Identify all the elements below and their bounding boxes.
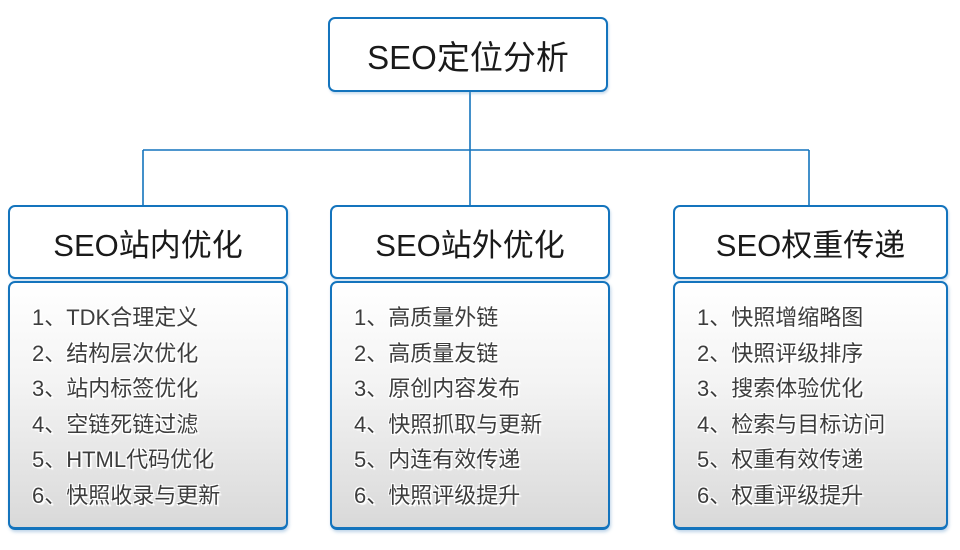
branch-list-offsite: 1、高质量外链 2、高质量友链 3、原创内容发布 4、快照抓取与更新 5、内连有… xyxy=(330,281,610,530)
list-item: 6、快照评级提升 xyxy=(354,482,521,508)
root-node: SEO定位分析 xyxy=(328,17,608,92)
list-item: 1、快照增缩略图 xyxy=(697,305,864,330)
list-item: 5、内连有效传递 xyxy=(354,447,521,472)
list-item: 3、搜索体验优化 xyxy=(697,376,864,401)
list-item: 6、权重评级提升 xyxy=(697,482,864,508)
branch-list-onsite: 1、TDK合理定义 2、结构层次优化 3、站内标签优化 4、空链死链过滤 5、H… xyxy=(8,281,288,530)
root-node-label: SEO定位分析 xyxy=(367,38,569,76)
list-item: 4、空链死链过滤 xyxy=(32,411,199,437)
list-item: 2、快照评级排序 xyxy=(697,340,864,366)
list-item: 1、高质量外链 xyxy=(354,305,499,330)
list-item: 1、TDK合理定义 xyxy=(32,305,199,330)
list-item: 6、快照收录与更新 xyxy=(32,482,221,508)
branch-node-onsite: SEO站内优化 xyxy=(8,205,288,279)
branch-node-offsite: SEO站外优化 xyxy=(330,205,610,279)
list-item: 3、原创内容发布 xyxy=(354,376,521,401)
list-item: 5、权重有效传递 xyxy=(697,447,864,472)
branch-list-weight: 1、快照增缩略图 2、快照评级排序 3、搜索体验优化 4、检索与目标访问 5、权… xyxy=(673,281,948,530)
list-item: 4、检索与目标访问 xyxy=(697,411,886,437)
branch-node-weight: SEO权重传递 xyxy=(673,205,948,279)
branch-title: SEO站内优化 xyxy=(53,227,243,263)
list-item: 2、结构层次优化 xyxy=(32,340,199,366)
branch-title: SEO权重传递 xyxy=(715,227,906,263)
list-item: 5、HTML代码优化 xyxy=(32,447,215,472)
list-item: 2、高质量友链 xyxy=(354,340,499,366)
list-item: 4、快照抓取与更新 xyxy=(354,411,543,437)
branch-title: SEO站外优化 xyxy=(375,227,565,263)
list-item: 3、站内标签优化 xyxy=(32,376,199,401)
